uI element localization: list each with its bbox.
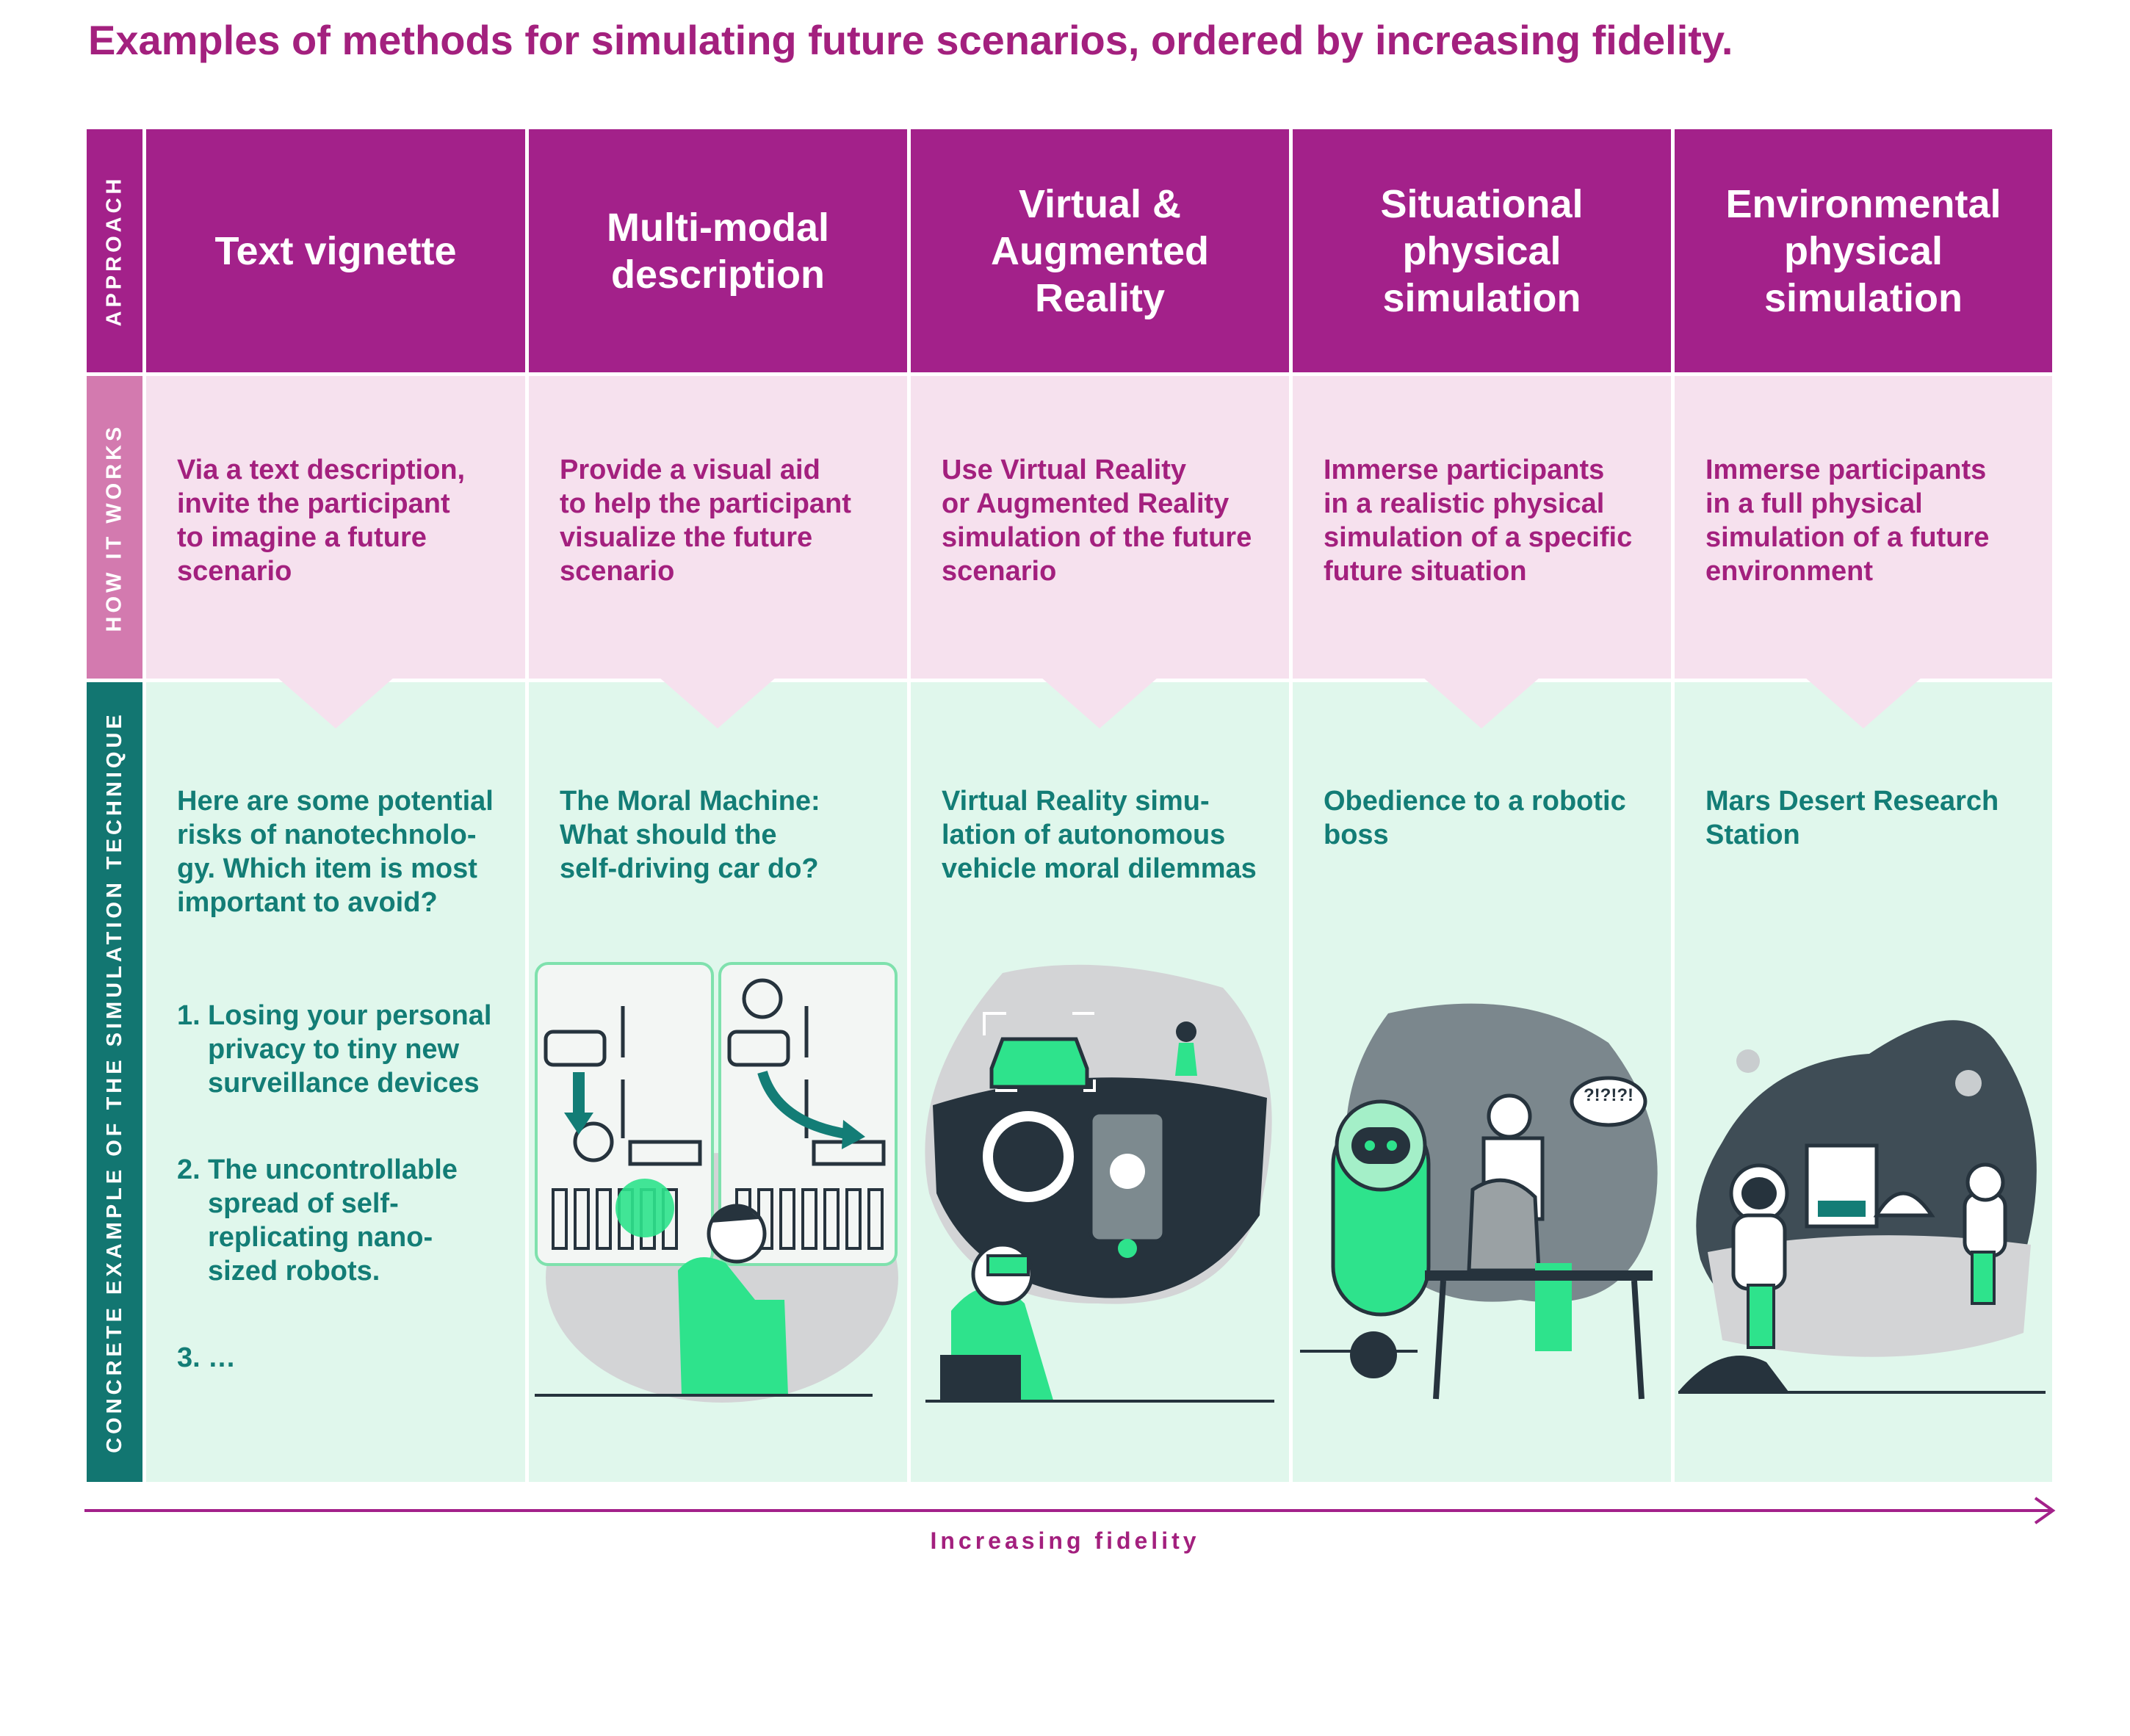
example-vr-ar-text: Virtual Reality simu- lation of autonomo… xyxy=(942,786,1257,884)
list-text: … xyxy=(208,1342,236,1373)
approach-multimodal: Multi-modal description xyxy=(529,129,907,372)
list-item: 1.Losing your personal privacy to tiny n… xyxy=(177,999,503,1100)
example-text-vignette-prompt: Here are some potential risks of nanotec… xyxy=(177,786,494,918)
approach-text-vignette: Text vignette xyxy=(146,129,525,372)
approach-vr-ar: Virtual & Augmented Reality xyxy=(911,129,1289,372)
notch-arrow xyxy=(659,677,776,728)
list-number: 1. xyxy=(177,1000,201,1031)
notch-arrow xyxy=(277,677,394,728)
how-multimodal: Provide a visual aid to help the partici… xyxy=(529,376,907,679)
axis-label: Increasing fidelity xyxy=(930,1527,1200,1554)
page-title: Examples of methods for simulating futur… xyxy=(88,17,1733,63)
list-item: 2.The uncontrollable spread of self- rep… xyxy=(177,1153,503,1288)
row-label-approach-text: APPROACH xyxy=(102,175,126,327)
notch-arrow xyxy=(1041,677,1158,728)
approach-environmental: Environmental physical simulation xyxy=(1675,129,2052,372)
list-item: 3.… xyxy=(177,1341,503,1375)
mars-station-illustration xyxy=(1678,1020,2046,1394)
example-situational-text: Obedience to a robotic boss xyxy=(1324,786,1626,850)
approach-situational: Situational physical simulation xyxy=(1293,129,1671,372)
speech-bubble-text: ?!?!?! xyxy=(1584,1085,1633,1105)
fidelity-arrow xyxy=(84,1497,2056,1525)
row-label-how: HOW IT WORKS xyxy=(87,376,142,679)
example-text-vignette: Here are some potential risks of nanotec… xyxy=(146,682,525,1482)
how-vr-ar: Use Virtual Reality or Augmented Reality… xyxy=(911,376,1289,679)
how-environmental: Immerse participants in a full physical … xyxy=(1675,376,2052,679)
list-number: 2. xyxy=(177,1154,201,1185)
example-environmental-text: Mars Desert Research Station xyxy=(1705,786,1999,850)
robot-boss-illustration xyxy=(1300,1003,1658,1400)
list-text: Losing your personal privacy to tiny new… xyxy=(208,1000,492,1099)
moral-machine-illustration xyxy=(535,962,898,1403)
notch-arrow xyxy=(1423,677,1540,728)
how-text-vignette: Via a text description, invite the parti… xyxy=(146,376,525,679)
list-number: 3. xyxy=(177,1342,201,1373)
risk-list: 1.Losing your personal privacy to tiny n… xyxy=(177,965,503,1428)
vr-driving-illustration xyxy=(925,964,1274,1403)
row-label-approach: APPROACH xyxy=(87,129,142,372)
row-label-example-text: CONCRETE EXAMPLE OF THE SIMULATION TECHN… xyxy=(102,711,126,1453)
list-text: The uncontrollable spread of self- repli… xyxy=(208,1154,458,1287)
row-label-how-text: HOW IT WORKS xyxy=(102,423,126,632)
example-multimodal-text: The Moral Machine: What should the self-… xyxy=(560,786,820,884)
row-label-example: CONCRETE EXAMPLE OF THE SIMULATION TECHN… xyxy=(87,682,142,1482)
how-situational: Immerse participants in a realistic phys… xyxy=(1293,376,1671,679)
notch-arrow xyxy=(1805,677,1922,728)
